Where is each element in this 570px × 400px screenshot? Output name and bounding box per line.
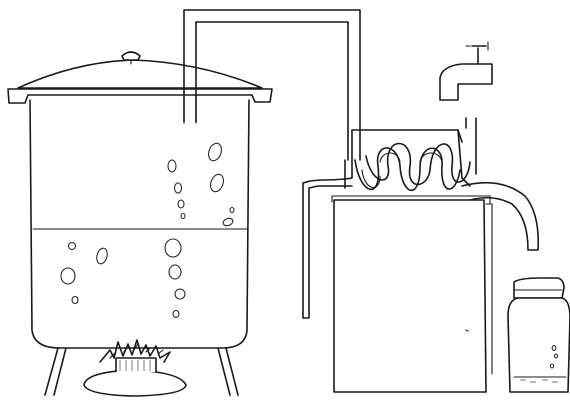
lid-knob xyxy=(122,52,140,60)
water-tank xyxy=(332,196,492,392)
pot-body xyxy=(30,100,249,348)
jar-lid xyxy=(514,278,564,298)
water-tap xyxy=(440,42,492,100)
cooling-coil xyxy=(355,144,470,191)
pot-leg-left xyxy=(45,348,66,395)
pot-lid xyxy=(8,52,272,103)
lid-rim xyxy=(8,89,272,103)
collecting-jar xyxy=(508,278,570,392)
burner-base xyxy=(84,370,186,396)
tank-body xyxy=(334,200,486,392)
pot-leg-right xyxy=(218,348,238,395)
jar-body xyxy=(508,298,570,392)
tap-handle xyxy=(472,46,486,64)
gas-burner xyxy=(84,358,186,396)
tap-body xyxy=(440,64,492,100)
lid-dome xyxy=(18,60,262,88)
